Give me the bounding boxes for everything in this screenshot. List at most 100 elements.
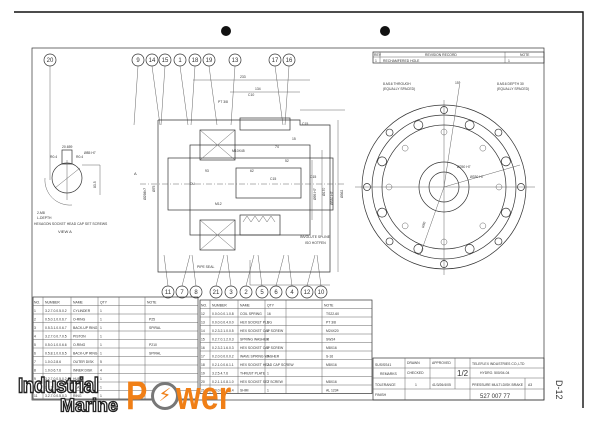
view-a: 20 20.659 R0.4 R0.4 Ø85 H7 83.5 2-M8 L-D… [34,53,108,234]
svg-text:TOLERANCE: TOLERANCE [375,383,396,387]
table-cell-qty: 1 [100,386,102,390]
bolt-hole-through [517,183,525,191]
svg-text:8-M16 DEPTH 30: 8-M16 DEPTH 30 [497,82,524,86]
svg-text:1/2: 1/2 [457,369,469,378]
table-cell-qty: 1 [100,318,102,322]
logo-text-marine: Marine [59,394,119,416]
svg-text:HEXAGON SOCKET HEAD CAP SET SC: HEXAGON SOCKET HEAD CAP SET SCREWS [34,222,108,226]
svg-text:REV: REV [374,53,382,57]
balloon-label: 19 [206,58,213,64]
leader-line [179,65,189,126]
svg-text:C15: C15 [302,122,308,126]
leader-line [133,65,139,126]
table-cell-no: 1 [34,309,36,313]
table-cell-number: 0.2.0.0.0.0.0.2 [212,355,234,359]
leader-line [215,254,225,287]
table-cell-name: CYLINDER [73,309,91,313]
logo-text-wer: wer [176,374,232,418]
table-cell-number: 1.0.0.2.8.6 [45,360,61,364]
table-cell-number: 0.0.0.0.0.1.0.8 [212,312,234,316]
balloon-label: 10 [318,290,325,296]
table-cell-qty: 1 [267,321,269,325]
bolt-hole-through [385,237,394,246]
table-cell-name: HEX SOCKET CAP SCREW [240,346,284,350]
table-cell-number: 0.2.1.0.0.6.1.1 [212,363,234,367]
tapped-hole [377,156,387,167]
balloon-label: 16 [286,58,293,64]
table-cell-no: 5 [34,343,36,347]
leader-line [208,65,218,126]
svg-text:TELEFLEX INDUSTRIES CO.,LTD: TELEFLEX INDUSTRIES CO.,LTD [472,362,525,366]
table-cell-name: PISTON [73,335,86,339]
table-header: NO. [201,304,207,308]
table-cell-qty: 1 [100,377,102,381]
table-cell-number: 3.2.7.0.0.7.0.5 [45,335,67,339]
svg-text:1: 1 [415,383,417,387]
table-cell-number: 3.2.5.4.7.6 [212,372,228,376]
table-cell-no: 10 [34,386,38,390]
table-cell-number: 0.2.1.1.0.8.1.0 [212,380,234,384]
svg-text:C10: C10 [248,93,254,97]
tapped-hole [413,244,424,254]
svg-text:R60: R60 [421,221,427,228]
table-cell-note: M8X16 [326,363,337,367]
hole [401,222,409,230]
svg-text:PT 3/8: PT 3/8 [218,100,228,104]
svg-text:Ø330 H7: Ø330 H7 [470,175,484,179]
table-cell-name: O-RING [73,318,86,322]
svg-text:A: A [134,171,137,176]
balloon-label: 18 [192,58,199,64]
svg-text:Ø362: Ø362 [340,190,344,198]
svg-text:DU: DU [190,182,195,186]
table-cell-name: BACK-UP RING [73,352,98,356]
table-cell-name: HEX SOCKET CAP SCREW [240,329,284,333]
hole [479,144,487,152]
svg-text:DRAWN: DRAWN [407,361,420,365]
table-cell-note: AL 1234 [326,389,339,393]
logo-text-industrial: Industrial [17,374,99,399]
balloon-label: 2 [244,290,248,296]
table-cell-number: 3.2.7.0.0.5.0.3 [45,394,67,398]
svg-text:Ø85 H7: Ø85 H7 [84,151,96,155]
table-cell-qty: 1 [100,394,102,398]
svg-text:527 007 77: 527 007 77 [480,394,511,400]
table-cell-name: RING [73,394,82,398]
svg-text:R0.4: R0.4 [50,155,57,159]
hole [479,222,487,230]
table-cell-number: 0.0.0.0.0.1.0.4 [212,389,234,393]
table-cell-name: HUB [73,377,81,381]
table-cell-number: 0.2.3.2.1.6.0.3 [212,346,234,350]
table-header: NOTE [324,304,334,308]
table-cell-no: 15 [201,338,205,342]
table-header: QTY [100,301,108,305]
table-cell-no: 11 [34,394,38,398]
table-cell-no: 12 [201,312,205,316]
table-cell-no: 2 [34,318,36,322]
table-cell-number: 3.2.7.0.0.5.0.2 [45,377,67,381]
hole [495,183,503,191]
svg-text:(EQUALLY SPACED): (EQUALLY SPACED) [383,87,415,91]
bolt-hole-through [494,128,503,137]
svg-text:INVOLUTE SPLINE: INVOLUTE SPLINE [300,235,331,239]
leader-line [306,254,316,287]
hole [440,238,448,246]
bolt-hole-through [363,183,371,191]
table-cell-note: SW24 [326,338,335,342]
table-cell-number: 3.2.7.0.0.5.0.2 [45,309,67,313]
table-cell-note: M8X16 [326,380,337,384]
table-header: NAME [73,301,84,305]
svg-text:PIPE SEAL: PIPE SEAL [197,265,214,269]
table-cell-number: 1.0.0.6.7.6 [45,369,61,373]
table-cell-name: WAVE SPRING WASHER [240,355,280,359]
svg-text:CHECKED: CHECKED [407,371,424,375]
hole [401,144,409,152]
svg-text:74: 74 [275,145,279,149]
table-cell-number: 0.0.0.0.0.4.0.0 [212,321,234,325]
svg-text:93: 93 [205,169,209,173]
table-cell-qty: 8 [267,329,269,333]
leader-line [191,254,197,287]
leader-line [181,254,191,287]
balloon-label: 3 [229,290,233,296]
